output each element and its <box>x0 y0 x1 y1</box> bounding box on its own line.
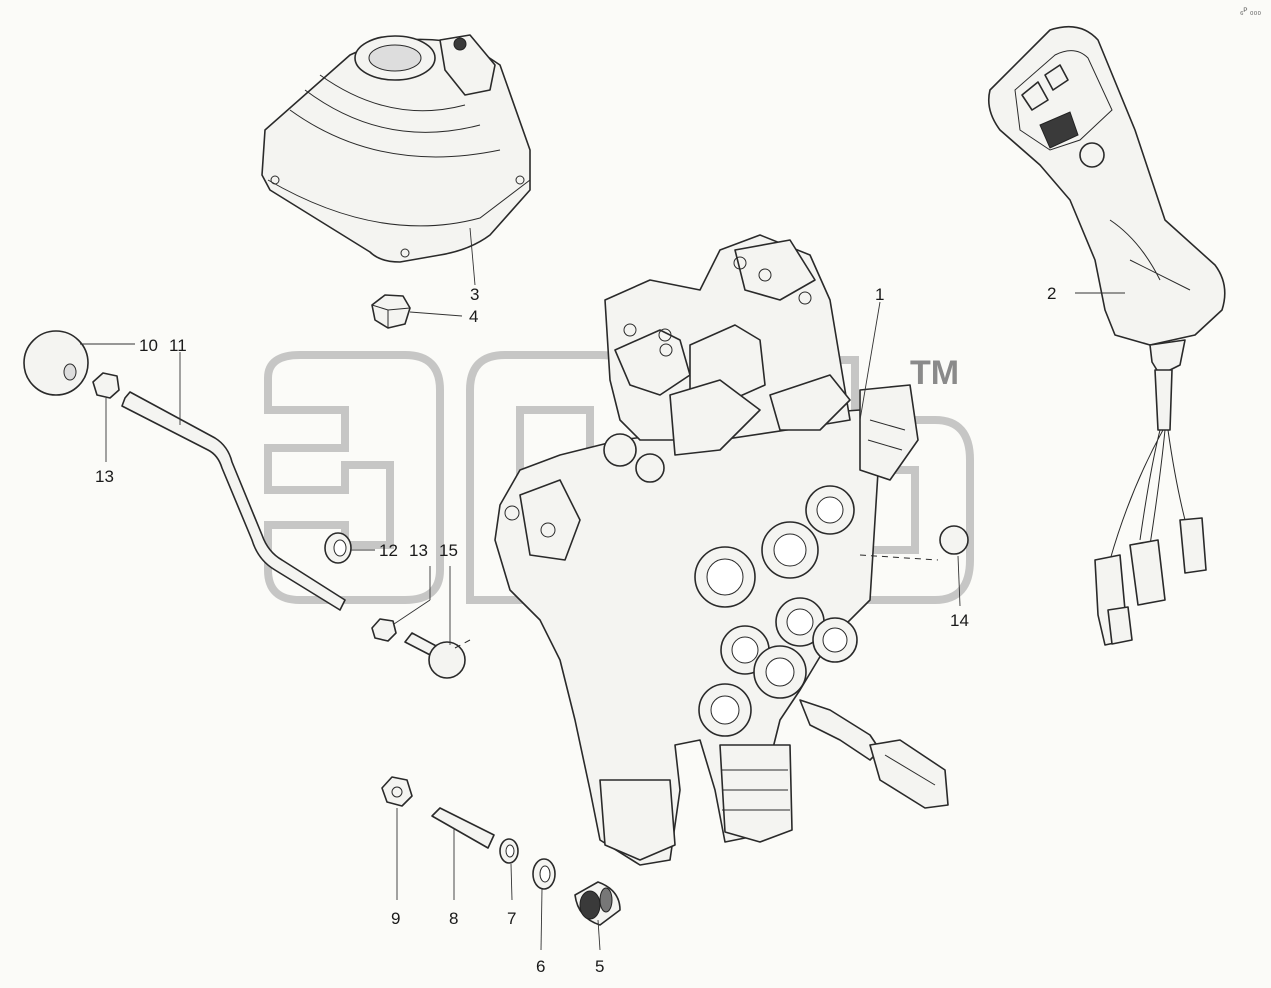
part-13-nut-upper <box>92 372 120 399</box>
part-13-nut-lower <box>371 618 397 642</box>
part-9-nut <box>381 776 413 807</box>
callout-9: 9 <box>391 909 400 928</box>
callout-1: 1 <box>875 285 884 304</box>
callout-2: 2 <box>1047 284 1056 303</box>
callout-12: 12 <box>379 541 398 560</box>
callout-8: 8 <box>449 909 458 928</box>
callout-15: 15 <box>439 541 458 560</box>
part-8-pin <box>431 807 495 849</box>
callout-7: 7 <box>507 909 516 928</box>
callout-13-upper: 13 <box>95 467 114 486</box>
part-4-nut <box>371 294 411 329</box>
part-10-knob <box>23 330 89 396</box>
part-3-boot <box>261 34 531 263</box>
part-15-ball-joint <box>404 632 471 679</box>
part-12-washer <box>324 532 352 564</box>
callout-labels: 1 2 3 4 10 11 13 12 13 15 14 9 8 7 6 5 <box>95 284 1056 976</box>
callout-11: 11 <box>169 336 187 355</box>
callout-4: 4 <box>469 307 478 326</box>
part-5-grommet <box>574 881 621 926</box>
callout-6: 6 <box>536 957 545 976</box>
part-11-lever-rod <box>121 391 346 611</box>
callout-10: 10 <box>139 336 158 355</box>
watermark-trademark: TM <box>910 354 959 392</box>
part-1-control-valve <box>494 234 969 866</box>
part-7-washer <box>499 838 519 864</box>
part-2-joystick-handle <box>987 25 1226 646</box>
callout-13-lower: 13 <box>409 541 428 560</box>
leader-lines <box>80 227 1125 951</box>
callout-3: 3 <box>470 285 479 304</box>
callout-14: 14 <box>950 611 969 630</box>
corner-mark: ₆ᴾ ₀₀₀ <box>1240 6 1261 16</box>
part-6-washer <box>532 858 556 890</box>
callout-5: 5 <box>595 957 604 976</box>
